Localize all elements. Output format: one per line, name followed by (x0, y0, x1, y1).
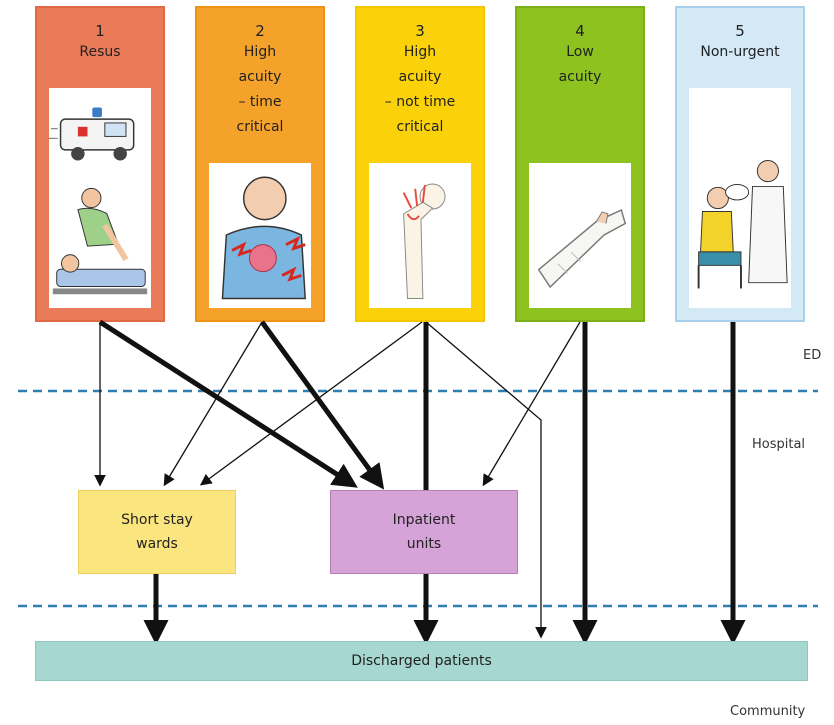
category-label: Resus (79, 44, 121, 60)
category-2-high-acuity-time-critical: 2 High acuity – time critical (195, 6, 325, 322)
category-3-high-acuity-not-time-critical: 3 High acuity – not time critical (355, 6, 485, 322)
category-4-low-acuity: 4 Low acuity (515, 6, 645, 322)
flow-arrow (98, 319, 358, 488)
doctor-child-icon (697, 159, 788, 289)
ear-exam-illustration (689, 88, 791, 308)
arm-cast-icon (537, 208, 627, 289)
cast-illustration (529, 163, 631, 308)
flow-arrow (482, 321, 581, 487)
category-label: High acuity – not time critical (384, 44, 456, 135)
flow-arrow (259, 320, 385, 490)
fracture-illustration (369, 163, 471, 308)
inpatient-units-box: Inpatient units (330, 490, 518, 574)
category-label: High acuity – time critical (236, 44, 284, 135)
category-number: 3 (415, 22, 425, 40)
category-label: Low acuity (558, 44, 602, 85)
category-number: 2 (255, 22, 265, 40)
short-stay-wards-box: Short stay wards (78, 490, 236, 574)
category-number: 5 (735, 22, 745, 40)
zone-label-hospital: Hospital (752, 437, 806, 452)
chest-pain-icon (221, 176, 306, 300)
category-1-resus: 1 Resus (35, 6, 165, 322)
category-number: 4 (575, 22, 585, 40)
discharged-patients-bar: Discharged patients (35, 641, 808, 681)
category-label: Non-urgent (700, 44, 780, 60)
flow-arrow (199, 321, 423, 486)
ambulance-cpr-icon (49, 107, 148, 295)
category-5-non-urgent: 5 Non-urgent (675, 6, 805, 322)
flow-arrow (425, 321, 547, 639)
zone-label-community: Community (730, 704, 806, 719)
hip-fracture-icon (402, 183, 446, 300)
zone-label-ed: ED (803, 348, 822, 363)
flow-arrow (163, 321, 263, 487)
category-number: 1 (95, 22, 105, 40)
chest-pain-illustration (209, 163, 311, 308)
resus-illustration (49, 88, 151, 308)
